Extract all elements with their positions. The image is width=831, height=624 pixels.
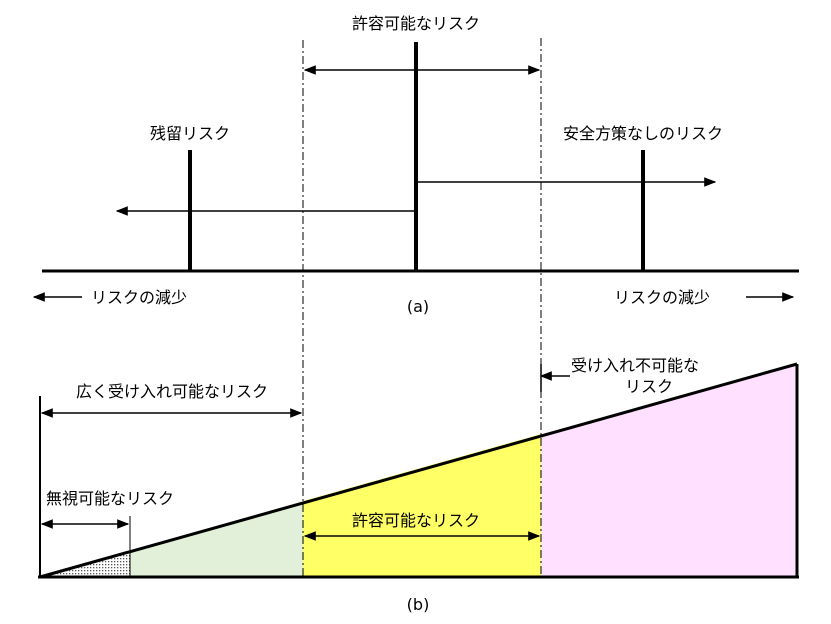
broadly-acceptable-risk-label: 広く受け入れ可能なリスク	[76, 382, 268, 401]
risk-level-slope	[39, 362, 798, 579]
panel-a-tolerable-risk-label: 許容可能なリスク	[352, 14, 480, 33]
panel-b-caption: (b)	[407, 595, 430, 614]
risk-reduction-right-label: リスクの減少	[614, 288, 710, 307]
unacceptable-risk-label-line1: 受け入れ不可能な	[571, 356, 699, 375]
panel-b-tolerable-risk-label: 許容可能なリスク	[352, 511, 480, 530]
panel-a-caption: (a)	[407, 297, 429, 316]
risk-reduction-left-label: リスクの減少	[91, 288, 187, 307]
risk-without-safety-measures-label: 安全方策なしのリスク	[563, 124, 723, 143]
unacceptable-risk-label-line2: リスク	[625, 377, 673, 396]
negligible-risk-label: 無視可能なリスク	[46, 489, 174, 508]
broadly-acceptable-region	[130, 501, 303, 577]
residual-risk-label: 残留リスク	[150, 124, 230, 143]
tolerable-risk-region	[303, 434, 541, 577]
